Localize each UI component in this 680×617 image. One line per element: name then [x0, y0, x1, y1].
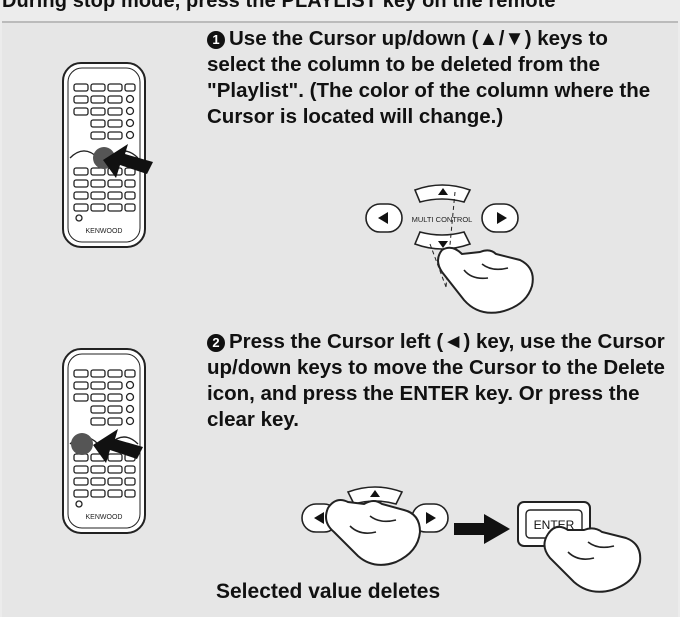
remote-brand: KENWOOD: [86, 228, 123, 235]
pointing-hand-icon: [325, 499, 422, 566]
header-banner: During stop mode, press the PLAYLIST key…: [0, 0, 680, 22]
remote-brand: KENWOOD: [86, 514, 123, 521]
right-arrow-icon: [454, 514, 510, 544]
pointing-hand-icon: [543, 525, 642, 593]
step-1-number: 1: [207, 31, 225, 49]
pointing-arrow-icon: [103, 144, 153, 178]
caption: Selected value deletes: [216, 580, 441, 603]
multi-control-label: MULTI CONTROL: [412, 215, 473, 224]
step-1-text: Use the Cursor up/down (▲/▼) keys to sel…: [207, 27, 651, 128]
step-2-number: 2: [207, 334, 225, 352]
remote-control-icon: KENWOOD: [62, 62, 146, 248]
header-text: During stop mode, press the PLAYLIST key…: [2, 0, 556, 12]
pointing-hand-icon: [437, 246, 534, 314]
step-2-text: Press the Cursor left (◄) key, use the C…: [207, 330, 665, 431]
pointing-arrow-icon: [93, 429, 143, 463]
